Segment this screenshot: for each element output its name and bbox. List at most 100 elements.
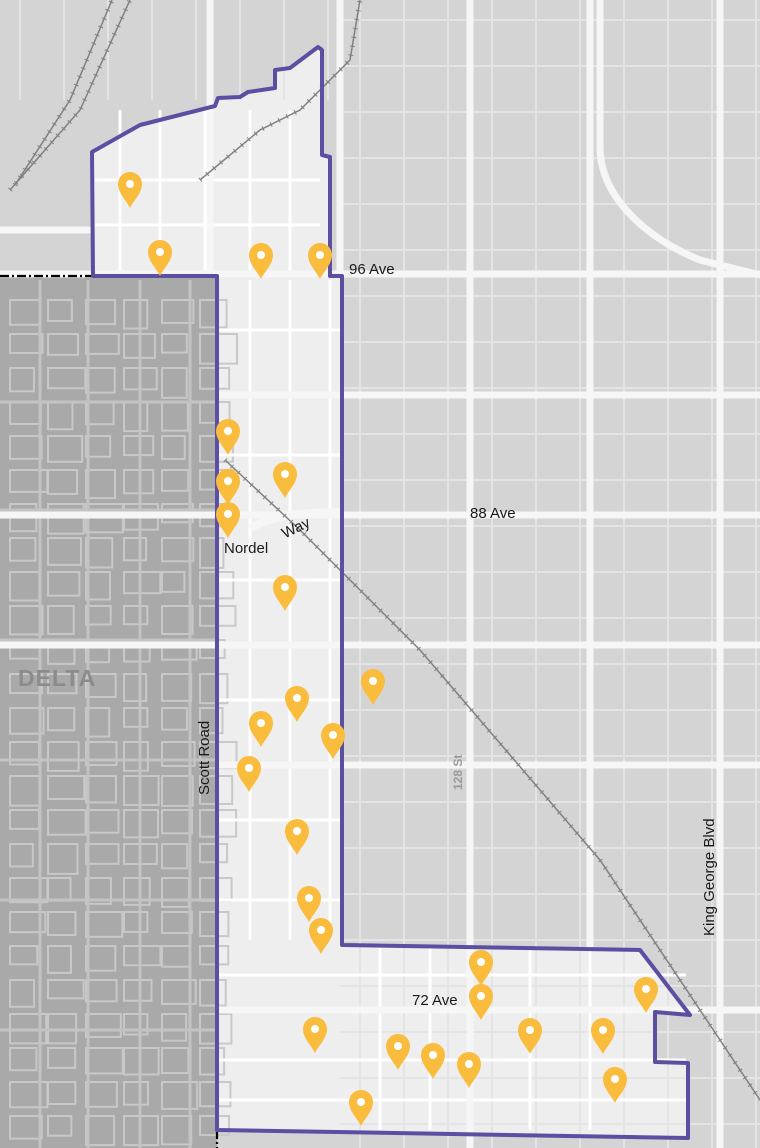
location-pin-dot [357,1098,365,1106]
delta-block [9,1047,38,1072]
delta-block [9,979,36,1008]
delta-block [9,911,47,934]
location-pin-body [249,243,273,279]
location-pin-dot [316,251,324,259]
delta-block [9,843,34,868]
location-pin-body [469,950,493,986]
location-pin-dot [281,583,289,591]
delta-block [9,367,35,393]
delta-block [123,877,151,906]
delta-block [161,741,196,767]
delta-block [85,945,117,972]
nordel-way-road [248,508,343,532]
delta-block [85,911,124,938]
location-pin-icon [469,984,493,1020]
delta-block [47,503,85,535]
delta-block [199,673,229,705]
delta-block [47,1081,77,1106]
location-pin-icon [321,723,345,759]
location-pin-body [603,1067,627,1103]
delta-block [161,333,188,354]
delta-block [123,911,149,933]
delta-block [123,979,153,1002]
label-96-ave: 96 Ave [349,261,395,278]
delta-block [9,605,44,636]
location-pin-body [118,172,142,208]
delta-block [161,605,194,635]
location-pin-icon [386,1034,410,1070]
delta-block [47,741,80,772]
location-pin-icon [285,686,309,722]
delta-block [85,707,111,738]
location-pin-icon [421,1043,445,1079]
delta-block [123,537,148,562]
location-pin-body [321,723,345,759]
delta-block [199,707,224,735]
label-nordel: Nordel [224,540,269,557]
delta-block [123,673,148,703]
location-pin-body [216,502,240,538]
delta-block [47,911,77,937]
location-pin-dot [394,1042,402,1050]
delta-block [85,877,112,905]
study-area-street-grid [95,110,686,1130]
delta-block [161,911,193,935]
delta-block [85,469,117,500]
delta-block [9,435,43,460]
delta-block [85,1047,124,1075]
delta-block [199,537,225,569]
study-area-fill [92,47,690,1138]
location-pin-dot [305,894,313,902]
location-pin-body [216,419,240,455]
delta-block [85,1115,116,1147]
railway-lines [8,0,760,1102]
location-pin-body [273,462,297,498]
delta-block [123,741,149,772]
study-area-boundary [90,45,692,1140]
location-pin-dot [224,427,232,435]
location-pin-body [148,240,172,276]
delta-block [47,1047,77,1069]
delta-block [47,435,84,463]
delta-block [161,469,190,492]
delta-block [161,367,188,399]
delta-block [9,945,39,966]
delta-block [123,1081,149,1106]
delta-block [85,333,120,355]
delta-block [123,571,162,595]
delta-block [47,571,81,597]
location-pin-icon [308,243,332,279]
delta-block [47,707,76,732]
delta-block [123,299,149,330]
delta-block [123,1013,149,1036]
location-pin-icon [249,243,273,279]
delta-block [199,945,230,966]
location-pin-dot [642,985,650,993]
location-pin-icon [303,1017,327,1053]
delta-block [85,809,120,834]
location-pin-body [285,819,309,855]
location-pin-body [249,711,273,747]
location-pin-icon [216,469,240,505]
label-delta: DELTA [18,665,97,691]
location-pin-body [457,1052,481,1088]
delta-block [161,299,195,324]
delta-block [123,945,162,967]
delta-block [85,435,112,458]
location-pin-dot [293,827,301,835]
delta-block [47,1115,73,1137]
delta-block [123,707,149,728]
location-pin-dot [224,510,232,518]
delta-block [161,707,188,731]
delta-block [85,367,116,394]
delta-block [85,1013,122,1038]
major-road [596,0,760,279]
railway-track [9,0,131,191]
label-72-ave: 72 Ave [412,992,458,1009]
location-pin-dot [329,731,337,739]
location-pin-dot [281,470,289,478]
location-pin-dot [224,477,232,485]
